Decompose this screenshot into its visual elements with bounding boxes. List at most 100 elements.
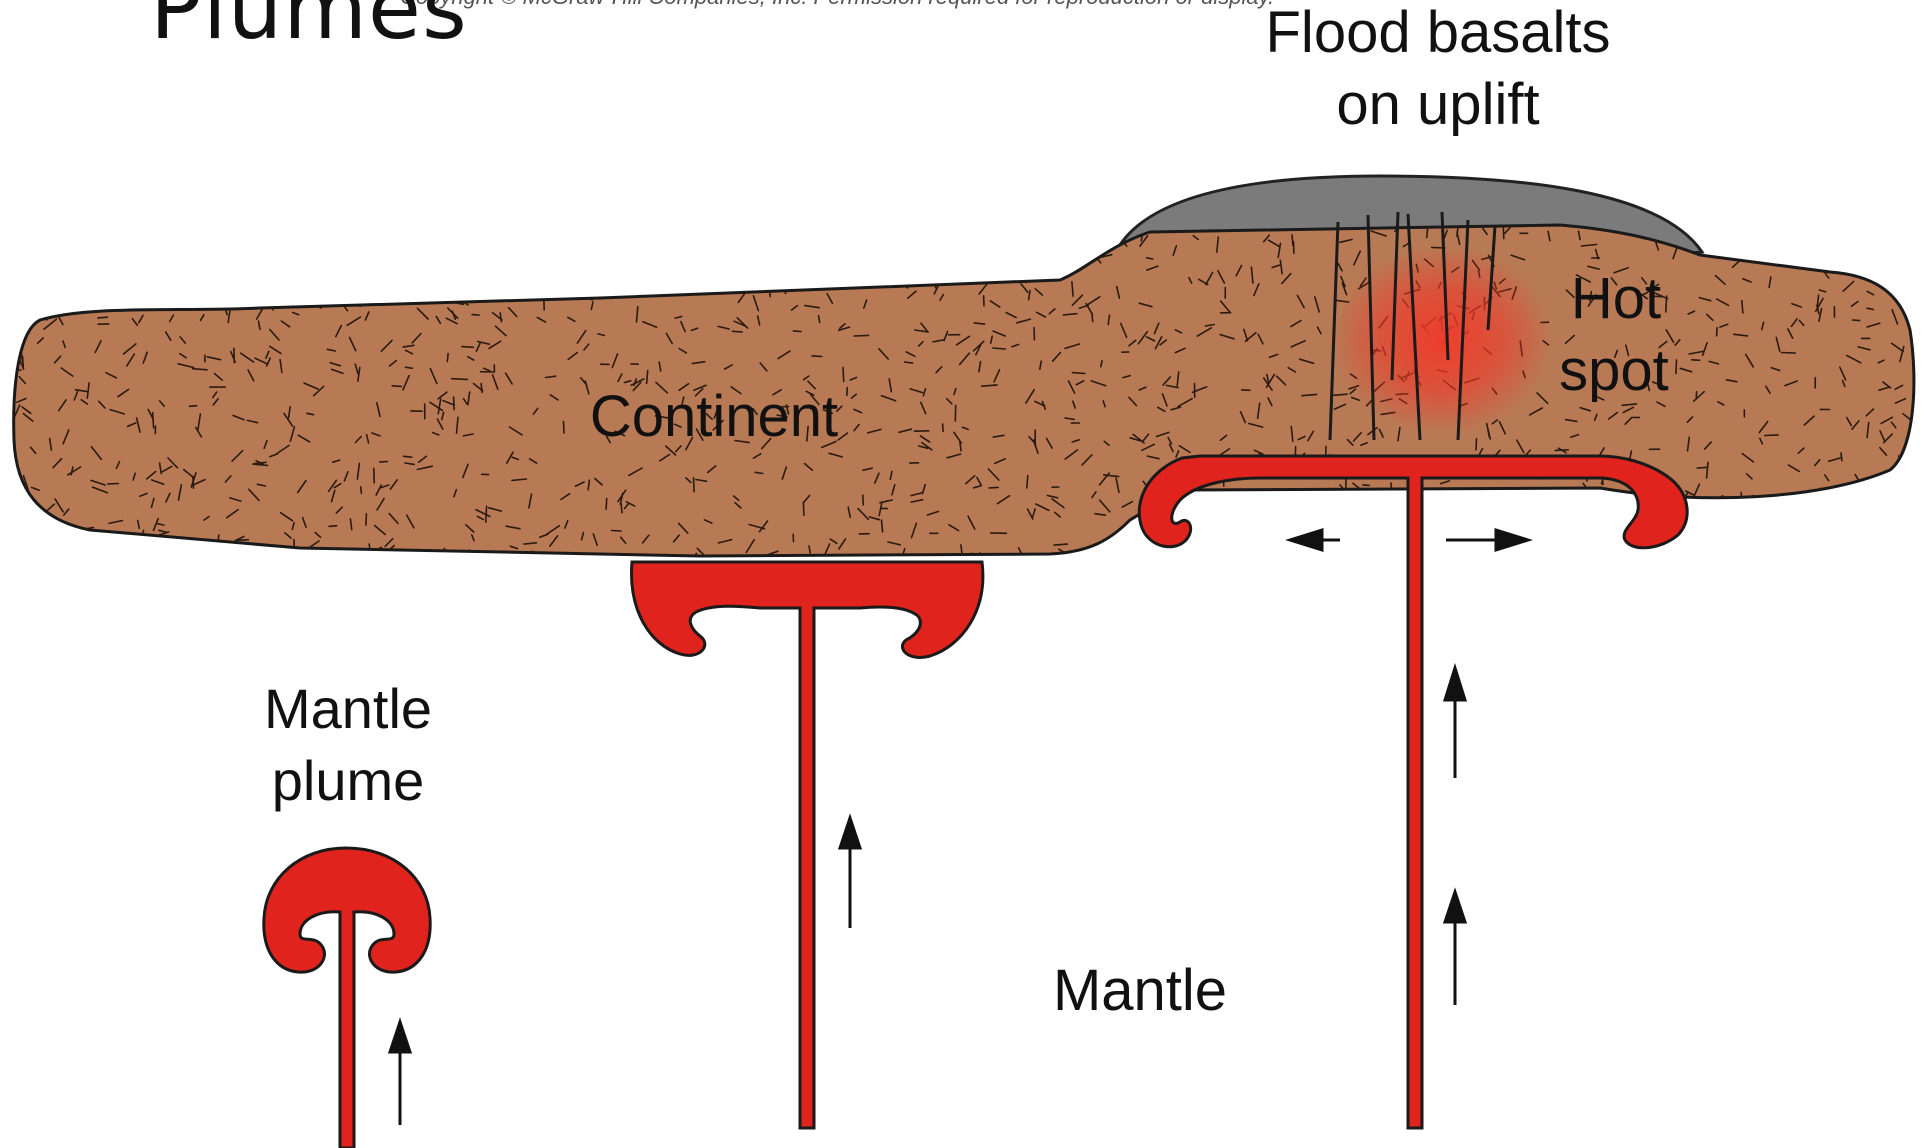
texture-speck [1892, 184, 1897, 191]
texture-speck [824, 206, 831, 208]
texture-speck [649, 236, 654, 242]
texture-speck [698, 278, 705, 282]
label-flood-basalts: Flood basalts [1266, 0, 1611, 65]
texture-speck [1052, 227, 1058, 232]
texture-speck [733, 331, 743, 332]
texture-speck [1564, 524, 1569, 535]
texture-speck [1266, 521, 1273, 525]
texture-speck [1855, 492, 1867, 502]
texture-speck [1592, 524, 1597, 537]
texture-speck [378, 268, 386, 273]
texture-speck [1324, 490, 1335, 499]
texture-speck [1875, 540, 1882, 543]
texture-speck [1245, 521, 1251, 533]
texture-speck [173, 287, 181, 297]
texture-speck [694, 478, 695, 492]
texture-speck [490, 219, 495, 223]
texture-speck [1889, 547, 1900, 550]
texture-speck [286, 262, 296, 267]
texture-speck [584, 559, 589, 570]
texture-speck [1693, 230, 1699, 234]
texture-speck [844, 193, 847, 202]
texture-speck [1151, 180, 1157, 185]
texture-speck [544, 294, 545, 310]
texture-speck [472, 315, 479, 316]
texture-speck [1811, 532, 1818, 537]
texture-speck [47, 313, 48, 320]
texture-speck [574, 184, 579, 190]
texture-speck [1027, 476, 1028, 488]
texture-speck [1794, 181, 1800, 190]
label-mantle-plume-1: Mantle [264, 677, 432, 740]
texture-speck [1333, 394, 1347, 395]
texture-speck [1566, 544, 1568, 552]
texture-speck [570, 228, 576, 232]
texture-speck [793, 331, 801, 332]
texture-speck [215, 237, 222, 251]
texture-speck [1011, 570, 1017, 578]
texture-speck [331, 200, 346, 202]
texture-speck [1746, 519, 1747, 530]
texture-speck [335, 564, 343, 571]
texture-speck [985, 274, 991, 277]
texture-speck [131, 233, 143, 241]
texture-speck [133, 568, 145, 569]
texture-speck [1743, 205, 1758, 206]
texture-speck [1709, 192, 1710, 201]
texture-speck [659, 221, 670, 228]
texture-speck [189, 555, 192, 569]
texture-speck [389, 282, 391, 291]
texture-speck [485, 296, 500, 298]
mantle-plume-head [264, 848, 430, 1148]
texture-speck [193, 476, 194, 488]
texture-speck [60, 249, 67, 258]
texture-speck [1747, 232, 1748, 247]
texture-speck [55, 565, 60, 577]
texture-speck [501, 214, 503, 223]
texture-speck [968, 222, 971, 228]
texture-speck [37, 208, 44, 209]
texture-speck [677, 189, 680, 204]
texture-speck [164, 295, 170, 308]
texture-speck [85, 255, 99, 257]
texture-speck [16, 316, 22, 327]
texture-speck [98, 317, 108, 318]
texture-speck [763, 210, 768, 214]
texture-speck [1368, 520, 1373, 528]
texture-speck [847, 388, 848, 396]
texture-speck [39, 245, 48, 248]
texture-speck [268, 286, 280, 294]
texture-speck [1292, 235, 1293, 245]
texture-speck [392, 386, 401, 387]
texture-speck [1703, 509, 1712, 513]
texture-speck [458, 276, 465, 283]
texture-speck [471, 195, 485, 200]
texture-speck [605, 201, 617, 206]
texture-speck [1194, 513, 1202, 525]
texture-speck [83, 561, 94, 571]
texture-speck [1247, 558, 1252, 566]
texture-speck [1297, 566, 1300, 577]
texture-speck [911, 222, 923, 228]
texture-speck [1303, 497, 1310, 505]
texture-speck [71, 259, 82, 262]
texture-speck [1072, 373, 1085, 374]
texture-speck [581, 220, 594, 224]
texture-speck [1816, 189, 1821, 198]
texture-speck [882, 266, 891, 277]
texture-speck [816, 190, 817, 203]
texture-speck [167, 559, 174, 560]
texture-speck [1888, 263, 1890, 277]
texture-speck [1616, 497, 1620, 504]
texture-speck [313, 185, 318, 198]
texture-speck [43, 281, 52, 282]
texture-speck [331, 569, 343, 572]
texture-speck [120, 198, 122, 209]
texture-speck [129, 304, 135, 305]
texture-speck [143, 243, 145, 250]
texture-speck [1043, 227, 1051, 238]
texture-speck [81, 541, 82, 555]
texture-speck [736, 215, 744, 223]
texture-speck [52, 538, 54, 546]
texture-speck [968, 205, 970, 212]
